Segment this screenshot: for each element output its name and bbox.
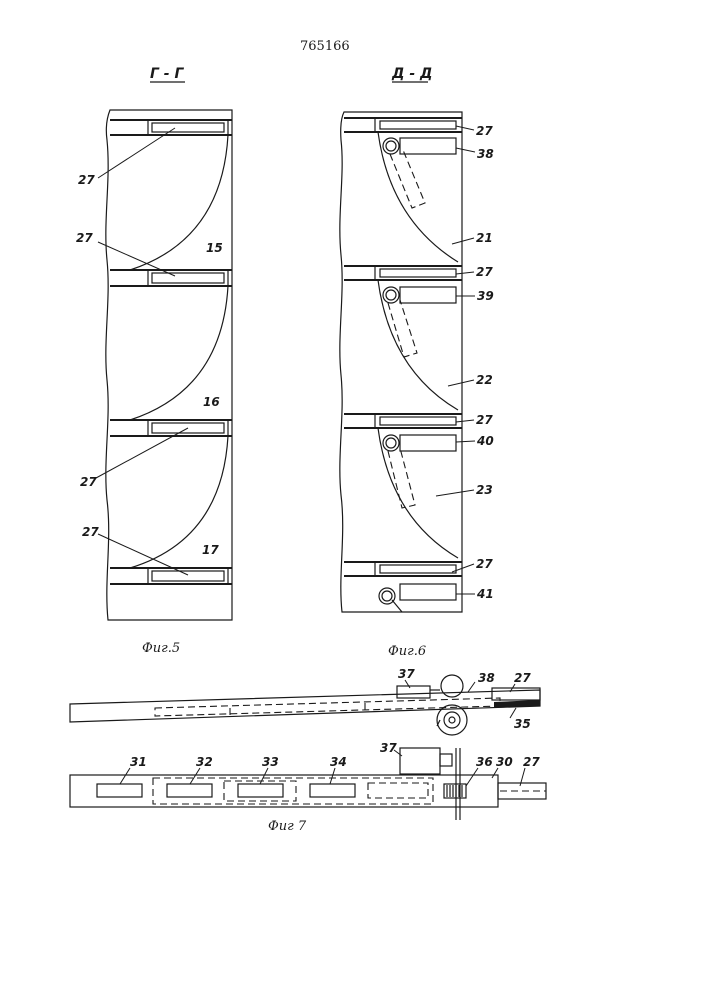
fig5-label-27-c: 27 (80, 475, 97, 489)
fig5-label-16: 16 (203, 395, 220, 409)
figure-7-plan-view: 31 32 33 34 37 36 30 27 (70, 741, 546, 820)
fig5-label-27-d: 27 (82, 525, 99, 539)
fig6-segment-2 (375, 266, 458, 410)
fig7-bottom-label-33: 33 (262, 755, 279, 769)
fig6-label-27-b: 27 (476, 265, 493, 279)
fig5-rod-2 (148, 270, 228, 286)
fig7-top-label-38: 38 (478, 671, 495, 685)
fig6-label-27-c: 27 (476, 413, 493, 427)
fig7-bottom-label-32: 32 (196, 755, 213, 769)
fig7-bottom-label-27: 27 (523, 755, 540, 769)
fig7-slot-34 (310, 784, 355, 797)
fig5-label-17: 17 (202, 543, 219, 557)
fig5-label-27-b: 27 (76, 231, 93, 245)
fig7-bottom-bracket-37 (400, 748, 440, 774)
section-label-g-g: Г - Г (150, 66, 184, 82)
fig6-label-39: 39 (477, 289, 494, 303)
fig7-bottom-label-30: 30 (496, 755, 513, 769)
fig6-label-38: 38 (477, 147, 494, 161)
fig6-label-27-a: 27 (476, 124, 493, 138)
fig6-label-27-d: 27 (476, 557, 493, 571)
fig6-label-22: 22 (476, 373, 493, 387)
fig6-label-41: 41 (476, 587, 494, 601)
section-title-left: Г - Г (150, 66, 185, 82)
fig6-label-40: 40 (476, 434, 494, 448)
fig7-dashed-housing (153, 778, 433, 804)
fig5-label-27-a: 27 (78, 173, 95, 187)
fig5-rod-4 (148, 568, 228, 584)
figure-5: 27 27 15 16 27 27 17 (76, 110, 232, 620)
fig7-top-bracket-37 (397, 686, 430, 698)
fig7-top-label-35: 35 (514, 717, 531, 731)
section-title-right: Д - Д (391, 66, 433, 82)
fig7-bottom-label-34: 34 (330, 755, 347, 769)
fig6-segment-4 (375, 562, 456, 612)
fig6-segment-3 (375, 414, 458, 558)
fig6-outline (340, 112, 462, 612)
figure-6: 27 38 21 27 39 22 27 40 23 27 41 (340, 112, 494, 612)
fig7-bottom-label-36: 36 (476, 755, 493, 769)
fig7-top-roller (441, 675, 463, 697)
fig5-rod-1 (148, 120, 228, 135)
fig7-bottom-label-37: 37 (380, 741, 397, 755)
fig7-slot-32 (167, 784, 212, 797)
fig7-top-bar (70, 690, 540, 722)
fig7-caption: Фиг 7 (268, 819, 307, 834)
fig6-label-23: 23 (476, 483, 493, 497)
fig6-label-21: 21 (476, 231, 493, 245)
figure-7-side-view: 37 38 27 35 (70, 667, 540, 735)
fig7-bottom-label-31: 31 (130, 755, 147, 769)
fig6-caption: Фиг.6 (388, 644, 426, 659)
fig6-segment-1 (375, 118, 458, 262)
section-label-d-d: Д - Д (391, 66, 433, 82)
fig5-label-15: 15 (206, 241, 223, 255)
fig7-top-label-37: 37 (398, 667, 415, 681)
fig7-top-label-27: 27 (514, 671, 531, 685)
patent-number: 765166 (300, 39, 350, 54)
fig7-slot-33 (238, 784, 283, 797)
fig5-caption: Фиг.5 (142, 641, 180, 656)
fig7-slot-31 (97, 784, 142, 797)
fig7-bottom-bar (70, 775, 498, 807)
